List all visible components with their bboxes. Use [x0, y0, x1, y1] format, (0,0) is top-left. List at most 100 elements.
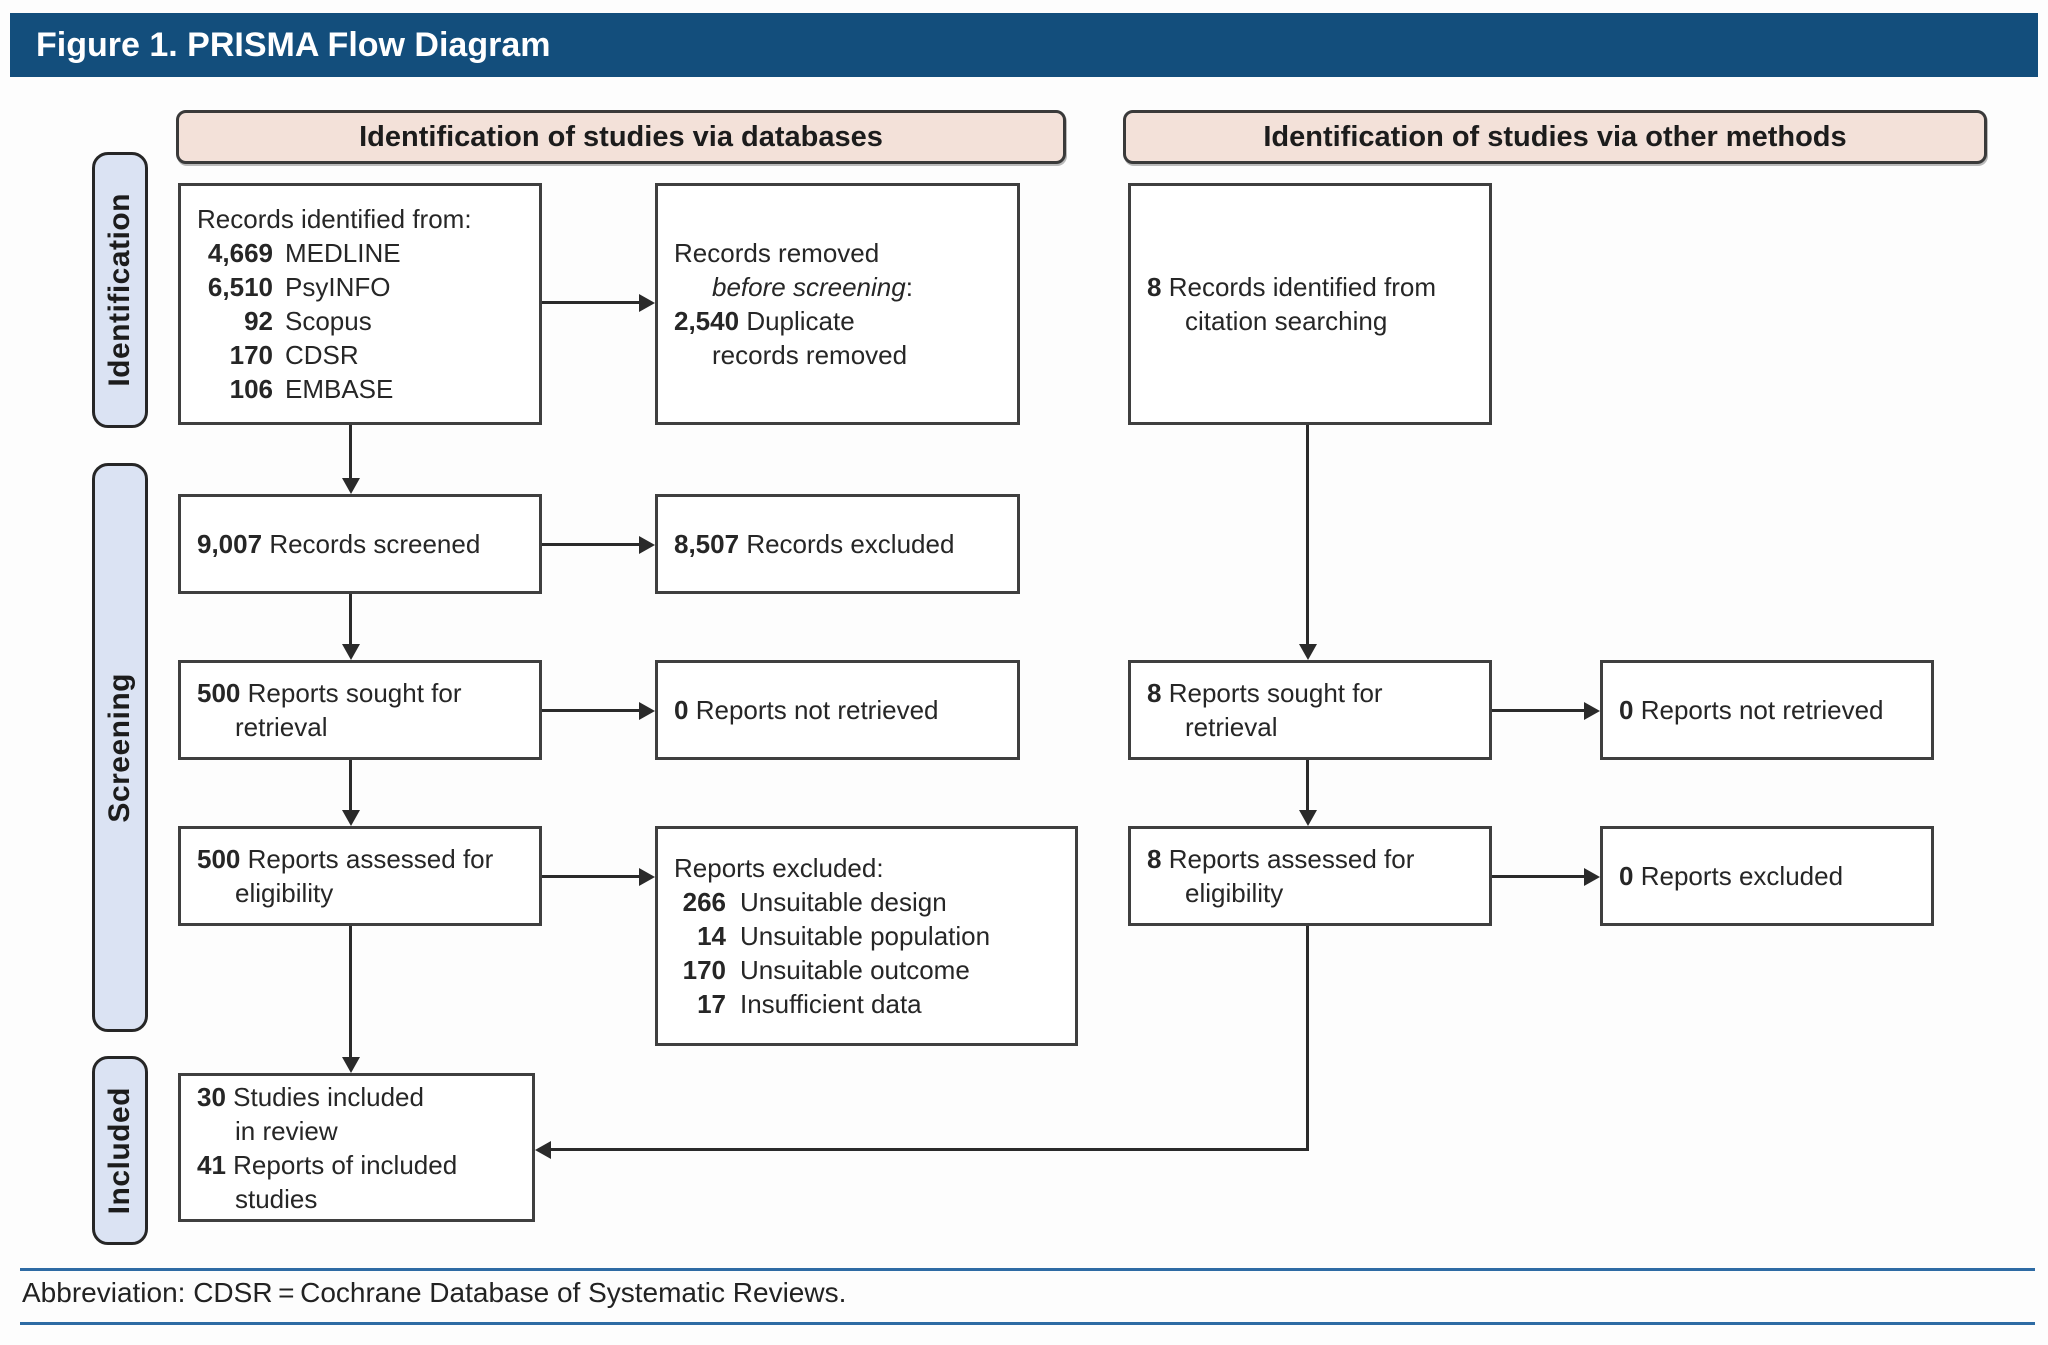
- screened-label: Records screened: [269, 529, 481, 559]
- duplicates-label: Duplicate: [746, 306, 855, 336]
- excluded-other-count: 0: [1619, 861, 1634, 891]
- arrowhead-identified-to-removed: [639, 294, 655, 312]
- box-records-excluded: 8,507 Records excluded: [655, 494, 1020, 594]
- arrow-sought-other-to-assessed: [1306, 760, 1309, 812]
- source-name: EMBASE: [285, 374, 394, 404]
- arrowhead-sought-other-to-notretrieved: [1584, 702, 1600, 720]
- header-other-methods: Identification of studies via other meth…: [1123, 110, 1987, 164]
- arrowhead-sought-to-notretrieved: [639, 702, 655, 720]
- arrowhead-assessed-to-included: [342, 1057, 360, 1073]
- records-identified-intro: Records identified from:: [197, 204, 472, 234]
- reports-assessed-db-line1: 500 Reports assessed for: [197, 842, 531, 876]
- sought-other-label: Reports sought for: [1168, 678, 1383, 708]
- box-records-citation: 8 Records identified from citation searc…: [1128, 183, 1492, 425]
- box-records-excluded-content: 8,507 Records excluded: [658, 521, 1017, 567]
- records-removed-line1: Records removed: [674, 238, 880, 268]
- reports-sought-other-line2: retrieval: [1185, 712, 1278, 742]
- excluded-count: 8,507: [674, 529, 740, 559]
- arrowhead-sought-to-assessed: [342, 810, 360, 826]
- box-records-screened: 9,007 Records screened: [178, 494, 542, 594]
- assessed-db-count: 500: [197, 844, 241, 874]
- box-reports-excluded-reasons-content: Reports excluded: 266 Unsuitable design …: [658, 845, 1075, 1027]
- arrowhead-assessed-to-reasons: [639, 868, 655, 886]
- reason-label: Unsuitable design: [740, 887, 947, 917]
- box-reports-sought-other: 8 Reports sought for retrieval: [1128, 660, 1492, 760]
- not-retrieved-other-line: 0 Reports not retrieved: [1619, 693, 1923, 727]
- box-studies-included-content: 30 Studies included in review 41 Reports…: [181, 1074, 532, 1222]
- box-reports-sought-db-content: 500 Reports sought for retrieval: [181, 670, 539, 750]
- studies-label: Studies included: [233, 1081, 424, 1112]
- box-reports-sought-db: 500 Reports sought for retrieval: [178, 660, 542, 760]
- excluded-label: Records excluded: [746, 529, 955, 559]
- arrowhead-citation-to-sought: [1299, 644, 1317, 660]
- source-count: 92: [244, 306, 273, 336]
- reports-sought-other-line1: 8 Reports sought for: [1147, 676, 1481, 710]
- box-reports-not-retrieved-other-content: 0 Reports not retrieved: [1603, 687, 1931, 733]
- records-excluded-line: 8,507 Records excluded: [674, 527, 1009, 561]
- not-retrieved-other-label: Reports not retrieved: [1640, 695, 1884, 725]
- stage-identification-label: Identification: [103, 193, 136, 387]
- box-reports-excluded-reasons: Reports excluded: 266 Unsuitable design …: [655, 826, 1078, 1046]
- box-reports-not-retrieved-db-content: 0 Reports not retrieved: [658, 687, 1017, 733]
- source-count: 6,510: [207, 272, 273, 302]
- sought-other-count: 8: [1147, 678, 1162, 708]
- reports-assessed-db-line2: eligibility: [235, 878, 334, 908]
- reports-sought-db-line1: 500 Reports sought for: [197, 676, 531, 710]
- arrow-sought-other-to-notretrieved: [1492, 709, 1584, 712]
- reason-count: 14: [697, 921, 726, 951]
- stage-screening: Screening: [92, 463, 148, 1032]
- box-reports-not-retrieved-db: 0 Reports not retrieved: [655, 660, 1020, 760]
- arrow-sought-to-assessed: [349, 760, 352, 812]
- assessed-db-label: Reports assessed for: [247, 844, 494, 874]
- figure-title-bar: Figure 1. PRISMA Flow Diagram: [10, 13, 2038, 77]
- assessed-other-count: 8: [1147, 844, 1162, 874]
- figure-title: Figure 1. PRISMA Flow Diagram: [36, 25, 551, 64]
- box-records-removed: Records removed before screening: 2,540 …: [655, 183, 1020, 425]
- box-reports-sought-other-content: 8 Reports sought for retrieval: [1131, 670, 1489, 750]
- arrowhead-sought-other-to-assessed: [1299, 810, 1317, 826]
- reports-count: 41: [197, 1149, 226, 1180]
- studies-included-line2: in review: [235, 1115, 338, 1146]
- screened-count: 9,007: [197, 529, 263, 559]
- stage-included-label: Included: [103, 1086, 136, 1215]
- source-row-medline: 4,669 MEDLINE: [197, 236, 531, 270]
- source-count: 4,669: [207, 238, 273, 268]
- arrow-screened-to-sought: [349, 594, 352, 646]
- reason-label: Insufficient data: [740, 989, 922, 1019]
- reason-count: 17: [697, 989, 726, 1019]
- arrow-identified-to-screened: [349, 425, 352, 480]
- reports-label: Reports of included: [233, 1149, 458, 1180]
- source-count: 170: [229, 340, 273, 370]
- reports-excluded-other-line: 0 Reports excluded: [1619, 859, 1923, 893]
- box-records-removed-content: Records removed before screening: 2,540 …: [658, 230, 1017, 378]
- not-retrieved-other-count: 0: [1619, 695, 1634, 725]
- box-studies-included: 30 Studies included in review 41 Reports…: [178, 1073, 535, 1222]
- studies-included-line4: studies: [235, 1183, 318, 1214]
- reasons-intro: Reports excluded:: [674, 853, 884, 883]
- citation-count: 8: [1147, 272, 1162, 302]
- colon: :: [905, 272, 913, 302]
- arrow-sought-to-notretrieved: [542, 709, 639, 712]
- source-name: PsyINFO: [285, 272, 391, 302]
- box-reports-excluded-other: 0 Reports excluded: [1600, 826, 1934, 926]
- box-records-identified: Records identified from: 4,669 MEDLINE 6…: [178, 183, 542, 425]
- box-reports-assessed-db-content: 500 Reports assessed for eligibility: [181, 836, 539, 916]
- box-records-screened-content: 9,007 Records screened: [181, 521, 539, 567]
- stage-included: Included: [92, 1056, 148, 1245]
- reports-assessed-other-line2: eligibility: [1185, 878, 1284, 908]
- header-other-methods-label: Identification of studies via other meth…: [1263, 120, 1847, 153]
- reason-count: 266: [682, 887, 726, 917]
- studies-included-line3: 41 Reports of included: [197, 1148, 524, 1182]
- source-row-scopus: 92 Scopus: [197, 304, 531, 338]
- box-records-citation-content: 8 Records identified from citation searc…: [1131, 264, 1489, 344]
- citation-label: Records identified from: [1168, 272, 1437, 302]
- reason-row-outcome: 170 Unsuitable outcome: [674, 953, 1067, 987]
- arrowhead-screened-to-excluded: [639, 536, 655, 554]
- reason-count: 170: [682, 955, 726, 985]
- not-retrieved-db-count: 0: [674, 695, 689, 725]
- excluded-other-label: Reports excluded: [1640, 861, 1844, 891]
- arrow-identified-to-removed: [542, 301, 639, 304]
- source-count: 106: [229, 374, 273, 404]
- records-citation-line2: citation searching: [1185, 306, 1388, 336]
- arrowhead-screened-to-sought: [342, 644, 360, 660]
